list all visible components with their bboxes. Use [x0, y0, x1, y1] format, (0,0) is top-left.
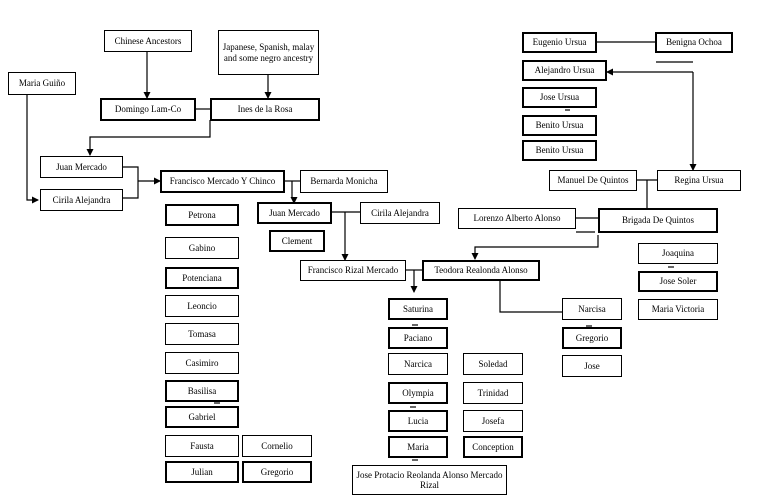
person-bernarda-monicha: Bernarda Monicha	[300, 170, 388, 193]
person-lorenzo-alberto-alonso: Lorenzo Alberto Alonso	[458, 208, 576, 229]
person-chinese-ancestors: Chinese Ancestors	[104, 30, 192, 52]
person-francisco-mercado-y-chinco: Francisco Mercado Y Chinco	[160, 170, 285, 193]
person-trinidad: Trinidad	[463, 382, 523, 404]
person-gregorio-2: Gregorio	[562, 327, 622, 349]
person-alejandro-ursua: Alejandro Ursua	[522, 60, 607, 81]
person-jose-1: Jose	[562, 355, 622, 377]
person-jose-protacio-rizal: Jose Protacio Reolanda Alonso Mercado Ri…	[352, 465, 507, 495]
person-fausta: Fausta	[165, 435, 239, 457]
person-regina-ursua: Regina Ursua	[657, 170, 741, 191]
person-olympia: Olympia	[388, 382, 448, 404]
person-japanese-ancestry: Japanese, Spanish, malay and some negro …	[218, 30, 319, 75]
person-lucia: Lucia	[388, 410, 448, 432]
person-gabriel: Gabriel	[165, 406, 239, 428]
person-juan-mercado-2: Juan Mercado	[257, 202, 332, 224]
person-teodora-realonda-alonso: Teodora Realonda Alonso	[422, 260, 540, 281]
person-julian: Julian	[165, 461, 239, 483]
person-petrona: Petrona	[165, 204, 239, 226]
person-gregorio-1: Gregorio	[242, 461, 312, 483]
person-conception: Conception	[463, 436, 523, 458]
person-maria: Maria	[388, 436, 448, 458]
person-cornelio: Cornelio	[242, 435, 312, 457]
person-leoncio: Leoncio	[165, 295, 239, 317]
person-juan-mercado-1: Juan Mercado	[40, 156, 123, 178]
person-eugenio-ursua: Eugenio Ursua	[522, 32, 597, 53]
person-benito-ursua-2: Benito Ursua	[522, 140, 597, 161]
person-gabino: Gabino	[165, 237, 239, 259]
person-brigada-de-quintos: Brigada De Quintos	[598, 208, 718, 233]
person-jose-soler: Jose Soler	[638, 271, 718, 292]
person-clement: Clement	[269, 230, 325, 252]
person-joaquina: Joaquina	[638, 243, 718, 264]
person-basilisa: Basilisa	[165, 380, 239, 402]
person-tomasa: Tomasa	[165, 323, 239, 345]
person-manuel-de-quintos: Manuel De Quintos	[549, 170, 637, 191]
person-benito-ursua-1: Benito Ursua	[522, 115, 597, 136]
person-jose-ursua: Jose Ursua	[522, 87, 597, 108]
person-narcisa: Narcisa	[562, 298, 622, 320]
person-domingo-lam-co: Domingo Lam-Co	[100, 98, 196, 121]
person-cirila-alejandra-1: Cirila Alejandra	[40, 189, 123, 211]
person-soledad: Soledad	[463, 353, 523, 375]
person-benigna-ochoa: Benigna Ochoa	[655, 32, 733, 53]
person-narcica: Narcica	[388, 353, 448, 375]
person-josefa: Josefa	[463, 410, 523, 432]
person-maria-guino: Maria Guiño	[8, 72, 76, 95]
person-potenciana: Potenciana	[165, 267, 239, 289]
person-francisco-rizal-mercado: Francisco Rizal Mercado	[300, 260, 406, 281]
person-ines-dela-rosa: Ines de la Rosa	[210, 98, 320, 121]
person-maria-victoria: Maria Victoria	[638, 299, 718, 320]
person-cirila-alejandra-2: Cirila Alejandra	[360, 202, 440, 224]
person-casimiro: Casimiro	[165, 352, 239, 374]
person-paciano: Paciano	[388, 327, 448, 349]
person-saturina: Saturina	[388, 298, 448, 320]
